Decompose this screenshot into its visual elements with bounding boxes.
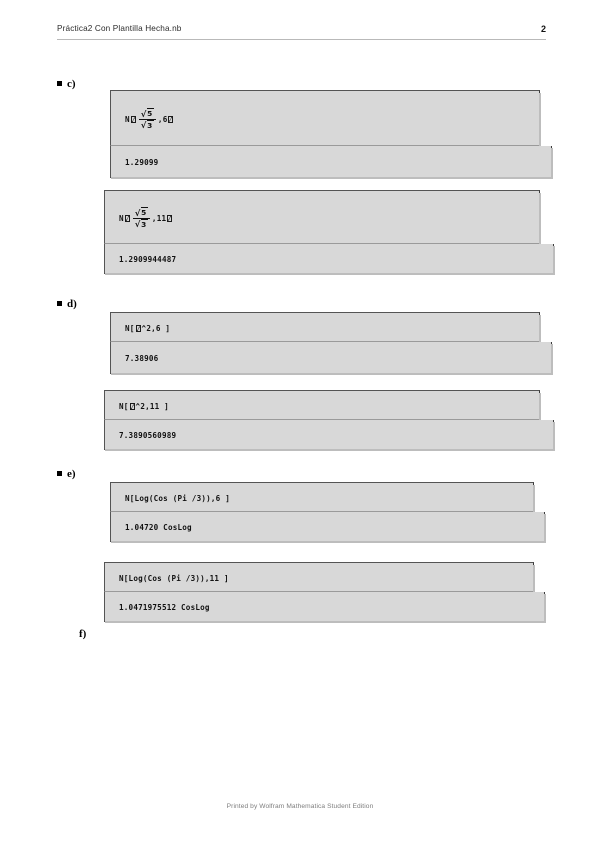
output-value-d-2: 7.3890560989 xyxy=(119,431,177,440)
input-cell-c-2[interactable]: N √5√3,11 xyxy=(104,190,541,245)
page-header: Práctica2 Con Plantilla Hecha.nb 2 xyxy=(57,24,546,46)
input-expression-e-2: N[Log(Cos (Pi /3)),11 ] xyxy=(119,574,229,583)
output-cell-e-2[interactable]: 1.0471975512 CosLog xyxy=(104,592,546,623)
output-value-d-1: 7.38906 xyxy=(125,354,159,363)
output-value-e-1: 1.04720 CosLog xyxy=(125,523,192,532)
cell-group-e-2[interactable]: N[Log(Cos (Pi /3)),11 ] 1.0471975512 Cos… xyxy=(104,562,546,623)
section-heading-e: e) xyxy=(57,468,76,480)
page-footer: Printed by Wolfram Mathematica Student E… xyxy=(226,803,374,810)
open-bracket-glyph-icon xyxy=(124,215,130,222)
document-title: Práctica2 Con Plantilla Hecha.nb xyxy=(57,24,182,33)
section-heading-d: d) xyxy=(57,298,77,310)
bullet-square-icon xyxy=(57,471,62,476)
input-expression-d-1: N[ ^2,6 ] xyxy=(125,324,170,333)
cell-group-c-1[interactable]: N √5√3,6 1.29099 xyxy=(110,90,553,179)
section-label-e: e) xyxy=(67,468,76,480)
exponential-e-glyph-icon xyxy=(129,403,135,410)
close-bracket-glyph-icon xyxy=(167,215,173,222)
cell-group-d-2[interactable]: N[ ^2,11 ] 7.3890560989 xyxy=(104,390,555,451)
cell-group-d-1[interactable]: N[ ^2,6 ] 7.38906 xyxy=(110,312,553,375)
output-value-e-2: 1.0471975512 CosLog xyxy=(119,603,210,612)
precision-argument-c-1: ,6 xyxy=(157,115,168,124)
page-number: 2 xyxy=(540,24,546,34)
output-cell-d-1[interactable]: 7.38906 xyxy=(110,342,553,375)
numerator-radicand: 5 xyxy=(146,108,154,118)
section-label-f: f) xyxy=(79,628,87,640)
input-expression-c-1: N √5√3,6 xyxy=(125,108,174,131)
denominator-radicand: 3 xyxy=(140,218,148,229)
section-heading-f: f) xyxy=(79,628,86,640)
exponent-and-precision-d-1: ^2,6 ] xyxy=(141,324,171,333)
input-cell-e-2[interactable]: N[Log(Cos (Pi /3)),11 ] xyxy=(104,562,535,593)
output-value-c-1: 1.29099 xyxy=(125,158,159,167)
bullet-square-icon xyxy=(57,81,62,86)
function-name-n: N xyxy=(125,115,130,124)
fraction-sqrt5-over-sqrt3: √5√3 xyxy=(132,207,150,230)
section-heading-c: c) xyxy=(57,78,76,90)
section-label-c: c) xyxy=(67,78,76,90)
input-cell-e-1[interactable]: N[Log(Cos (Pi /3)),6 ] xyxy=(110,482,535,513)
numerator-radicand: 5 xyxy=(140,207,148,217)
exponent-and-precision-d-2: ^2,11 ] xyxy=(135,402,169,411)
open-bracket-glyph-icon xyxy=(130,116,136,123)
function-name-n: N xyxy=(119,214,124,223)
function-call-open: N[ xyxy=(125,324,135,333)
exponential-e-glyph-icon xyxy=(135,325,141,332)
output-cell-e-1[interactable]: 1.04720 CosLog xyxy=(110,512,546,543)
header-rule xyxy=(57,39,546,40)
fraction-sqrt5-over-sqrt3: √5√3 xyxy=(138,108,156,131)
input-cell-d-1[interactable]: N[ ^2,6 ] xyxy=(110,312,541,343)
function-call-open: N[ xyxy=(119,402,129,411)
output-value-c-2: 1.2909944487 xyxy=(119,255,177,264)
cell-group-c-2[interactable]: N √5√3,11 1.2909944487 xyxy=(104,190,555,275)
cell-group-e-1[interactable]: N[Log(Cos (Pi /3)),6 ] 1.04720 CosLog xyxy=(110,482,546,543)
precision-argument-c-2: ,11 xyxy=(151,214,167,223)
input-cell-d-2[interactable]: N[ ^2,11 ] xyxy=(104,390,541,421)
output-cell-d-2[interactable]: 7.3890560989 xyxy=(104,420,555,451)
input-expression-c-2: N √5√3,11 xyxy=(119,207,173,230)
input-cell-c-1[interactable]: N √5√3,6 xyxy=(110,90,541,147)
input-expression-e-1: N[Log(Cos (Pi /3)),6 ] xyxy=(125,494,230,503)
bullet-square-icon xyxy=(57,301,62,306)
denominator-radicand: 3 xyxy=(146,119,154,130)
section-label-d: d) xyxy=(67,298,77,310)
output-cell-c-2[interactable]: 1.2909944487 xyxy=(104,244,555,275)
output-cell-c-1[interactable]: 1.29099 xyxy=(110,146,553,179)
input-expression-d-2: N[ ^2,11 ] xyxy=(119,402,169,411)
close-bracket-glyph-icon xyxy=(168,116,174,123)
